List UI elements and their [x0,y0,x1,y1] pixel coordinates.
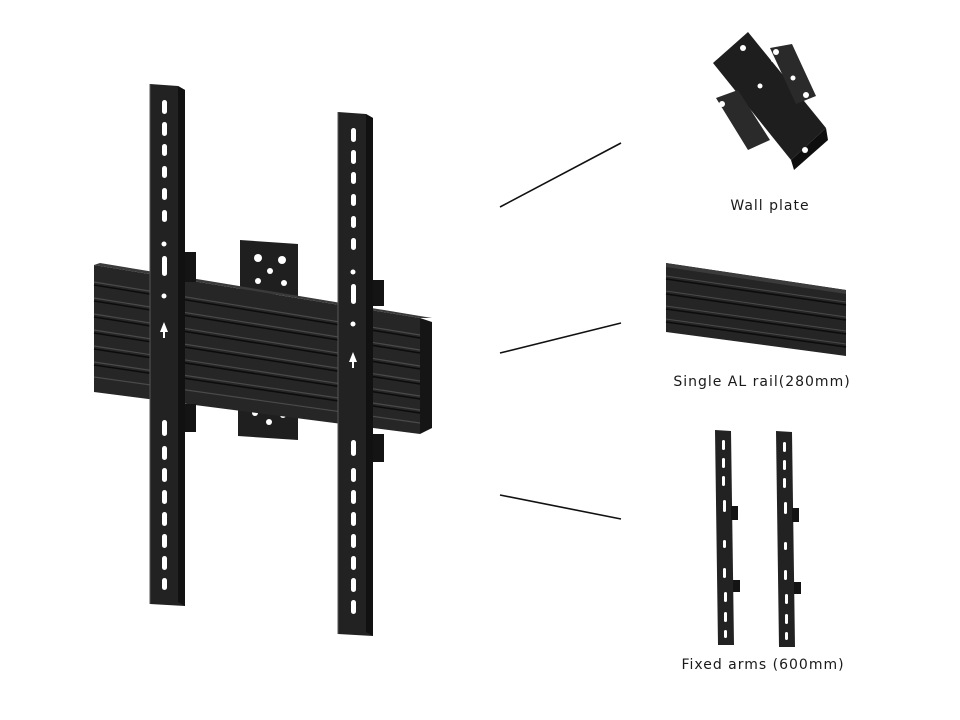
assembled-mount [93,84,432,636]
single-rail-image [665,263,847,356]
fixed-arm-right [776,431,801,647]
wall-plate-image [713,32,828,170]
wall-plate-label: Wall plate [730,198,810,214]
connector-line-wall-plate [499,142,622,208]
assembly-arm-left [149,84,196,606]
single-rail-label: Single AL rail(280mm) [673,374,851,390]
assembly-arm-right [337,112,384,636]
connector-line-arms [499,494,622,520]
fixed-arm-left [715,430,740,645]
fixed-arms-image [715,430,801,647]
connector-line-rail [499,322,622,354]
assembly-wall-plate-top [240,240,298,296]
connector-lines [499,142,622,520]
fixed-arms-label: Fixed arms (600mm) [681,657,845,673]
